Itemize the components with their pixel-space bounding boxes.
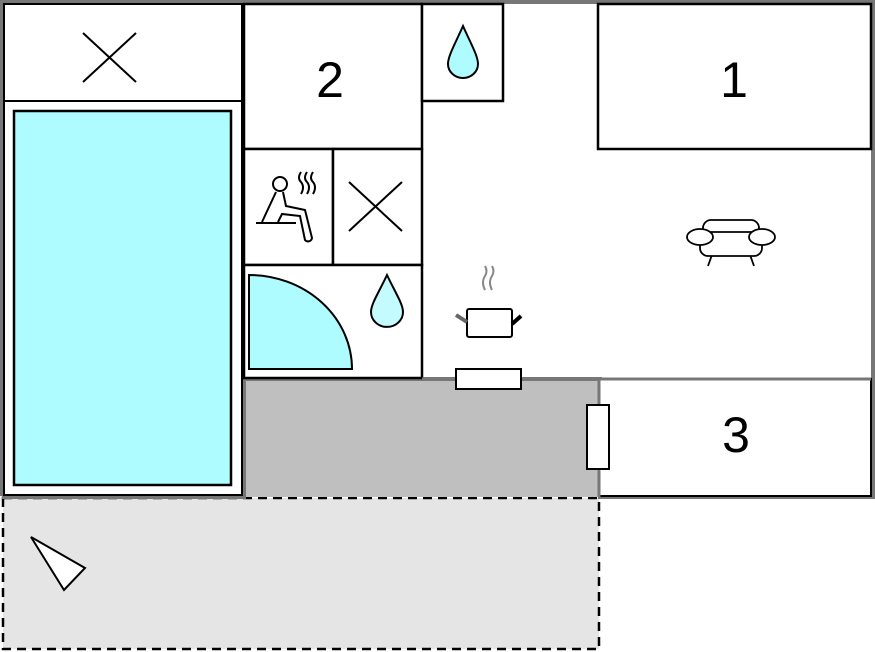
- shower-icon: [248, 273, 354, 370]
- storage-room: [3, 3, 243, 102]
- door: [455, 368, 522, 390]
- terrace-arrow-icon: [30, 536, 87, 592]
- closed-x-icon: [348, 181, 403, 232]
- room-label-2: 2: [316, 52, 344, 108]
- kitchen-pot-icon: [454, 265, 523, 338]
- sofa-icon: [686, 219, 776, 267]
- pool: [12, 109, 233, 487]
- room-label-3: 3: [722, 407, 750, 463]
- bedroom-1: [596, 2, 873, 151]
- sauna-icon: [256, 171, 316, 243]
- water-drop-icon: [369, 272, 405, 328]
- water-drop-icon: [446, 23, 480, 79]
- room-label-1: 1: [720, 52, 748, 108]
- covered-terrace: [244, 379, 599, 497]
- open-terrace: [1, 496, 601, 651]
- closed-x-icon: [82, 32, 137, 83]
- bedroom-2: [242, 2, 424, 151]
- door: [586, 404, 610, 470]
